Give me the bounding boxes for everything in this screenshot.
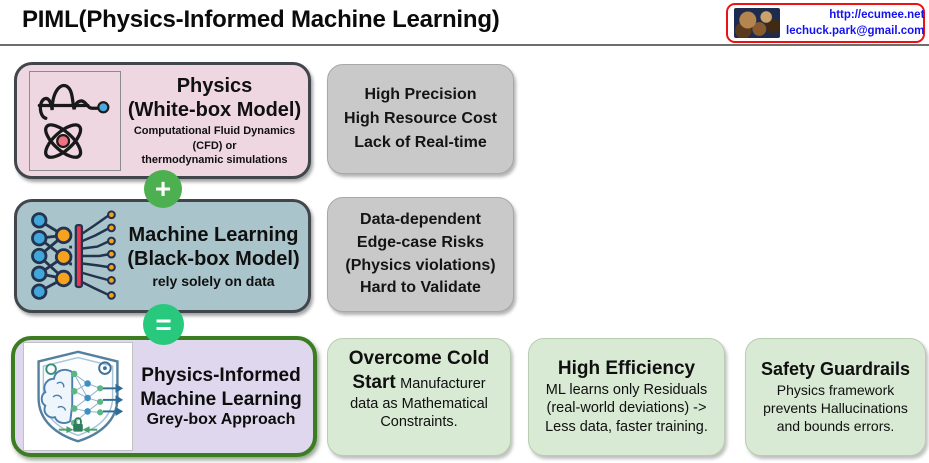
benefit-desc: Manufacturer data as Mathematical Constr… — [350, 375, 488, 431]
physics-title: Physics — [176, 74, 253, 97]
email-link[interactable]: lechuck.park@gmail.com — [786, 25, 925, 37]
ml-desc: rely solely on data — [152, 273, 275, 290]
contact-banner: http://ecumee.net lechuck.park@gmail.com — [726, 3, 925, 43]
site-logo-image — [734, 8, 780, 38]
ml-box: Machine Learning (Black-box Model) rely … — [14, 199, 311, 313]
piml-title-line2: Machine Learning — [140, 388, 302, 410]
benefit-guardrails-box: Safety Guardrails Physics framework prev… — [745, 338, 926, 456]
physics-desc-line1: Computational Fluid Dynamics (CFD) or — [133, 125, 296, 152]
ml-box-text: Machine Learning (Black-box Model) rely … — [119, 223, 308, 290]
physics-wave-atom-icon — [29, 70, 121, 171]
physics-box-text: Physics (White-box Model) Computational … — [121, 74, 308, 168]
benefit-title: Overcome Cold Start — [348, 348, 490, 393]
plus-glyph: + — [154, 173, 172, 204]
ml-subtitle: (Black-box Model) — [127, 248, 300, 270]
piml-box-text: Physics-Informed Machine Learning Grey-b… — [133, 364, 313, 430]
physics-box: Physics (White-box Model) Computational … — [14, 62, 311, 179]
plus-icon: + — [144, 170, 182, 208]
benefit-cold-start-box: Overcome Cold Start Manufacturer data as… — [327, 338, 511, 456]
equals-icon: = — [143, 304, 184, 345]
ml-cons-text: Data-dependent Edge-case Risks (Physics … — [345, 209, 495, 300]
piml-title-line1: Physics-Informed — [141, 364, 301, 386]
physics-desc-line2: thermodynamic simulations — [141, 154, 288, 167]
benefit-title: High Efficiency — [557, 357, 696, 379]
equals-glyph: = — [155, 308, 172, 340]
cons-line: (Physics violations) — [345, 256, 496, 274]
contact-info: http://ecumee.net lechuck.park@gmail.com — [786, 7, 924, 39]
neural-network-icon — [27, 206, 119, 306]
cons-line: High Precision — [364, 86, 477, 103]
page-title: PIML(Physics-Informed Machine Learning) — [22, 6, 500, 33]
cons-line: Data-dependent — [360, 211, 481, 229]
benefit-desc: Physics framework prevents Hallucination… — [763, 381, 908, 435]
benefit-desc: ML learns only Residuals (real-world dev… — [545, 381, 708, 436]
ml-cons-box: Data-dependent Edge-case Risks (Physics … — [327, 197, 514, 312]
ml-title: Machine Learning — [128, 223, 299, 246]
cons-line: Hard to Validate — [360, 279, 481, 297]
cons-line: High Resource Cost — [344, 110, 497, 127]
benefit-efficiency-box: High Efficiency ML learns only Residuals… — [528, 338, 725, 456]
physics-cons-box: High Precision High Resource Cost Lack o… — [327, 64, 514, 174]
piml-box: Physics-Informed Machine Learning Grey-b… — [11, 336, 317, 457]
piml-shield-brain-icon — [23, 342, 133, 451]
title-underline — [0, 44, 929, 46]
cons-line: Edge-case Risks — [356, 233, 485, 251]
physics-cons-text: High Precision High Resource Cost Lack o… — [344, 83, 497, 155]
cons-line: Lack of Real-time — [354, 134, 487, 151]
physics-subtitle: (White-box Model) — [127, 99, 302, 122]
website-link[interactable]: http://ecumee.net — [829, 8, 925, 21]
benefit-title: Safety Guardrails — [760, 359, 911, 380]
piml-subtitle: Grey-box Approach — [146, 411, 296, 429]
